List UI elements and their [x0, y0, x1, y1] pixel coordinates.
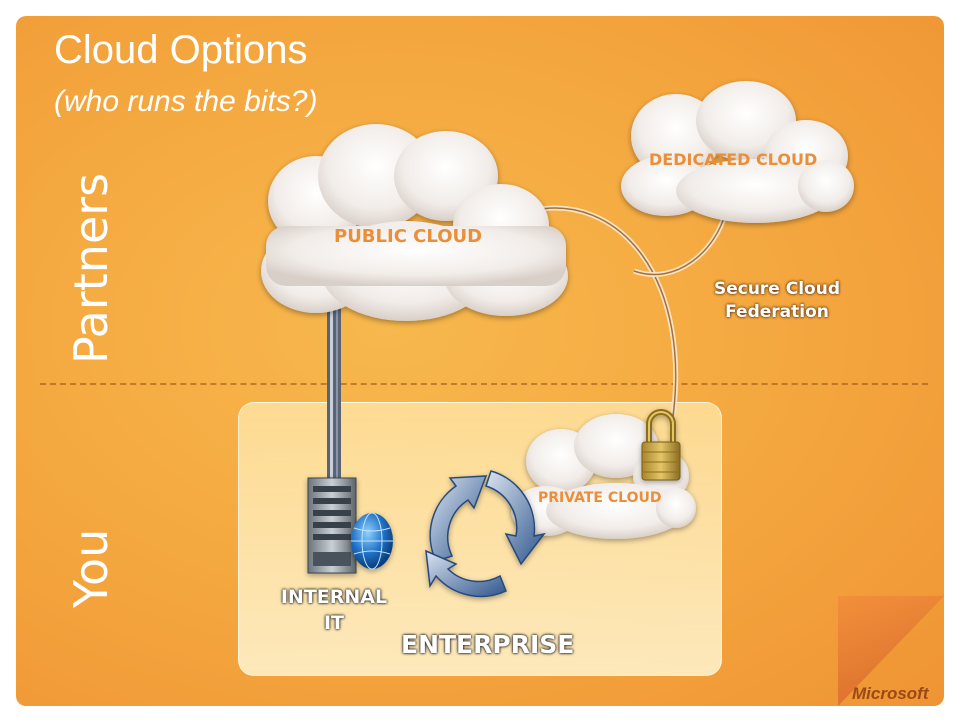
- dedicated-cloud-label: DEDICATED CLOUD: [649, 150, 818, 169]
- federation-label-line1: Secure Cloud: [713, 279, 841, 299]
- page-title: Cloud Options: [54, 28, 308, 72]
- dedicated-cloud-icon: [621, 81, 854, 223]
- enterprise-label: ENTERPRISE: [401, 630, 575, 659]
- secure-cloud-federation-label: Secure Cloud Federation: [692, 278, 862, 324]
- globe-icon: [351, 512, 393, 570]
- internal-it-label-line2: IT: [323, 612, 345, 634]
- slide: Cloud Options (who runs the bits?) Partn…: [16, 16, 944, 706]
- federation-connector: [530, 205, 729, 432]
- connector-cable-icon: [327, 301, 341, 486]
- public-cloud-label: PUBLIC CLOUD: [334, 226, 483, 247]
- federation-label-line2: Federation: [725, 302, 829, 322]
- page-subtitle: (who runs the bits?): [54, 85, 318, 118]
- internal-it-label: INTERNAL IT: [274, 584, 394, 636]
- padlock-icon: [641, 409, 681, 481]
- server-icon: [307, 477, 357, 574]
- diagram-art: [261, 81, 854, 598]
- private-cloud-label: PRIVATE CLOUD: [538, 490, 662, 506]
- zone-divider: [40, 383, 928, 385]
- public-cloud-icon: [261, 124, 568, 321]
- internal-it-label-line1: INTERNAL: [280, 586, 388, 608]
- microsoft-logo: Microsoft: [852, 684, 929, 703]
- cycle-arrows-icon: [425, 470, 546, 598]
